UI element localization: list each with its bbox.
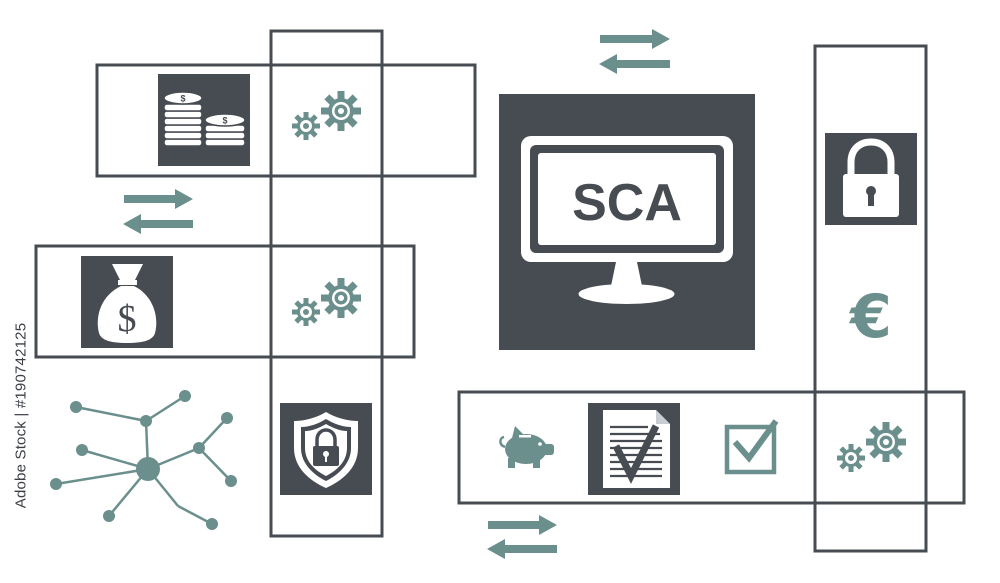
monitor-icon: SCA — [499, 94, 755, 350]
frame-top-left-horizontal — [95, 63, 477, 178]
frame-bottom-right-horizontal — [457, 390, 966, 505]
svg-text:$: $ — [222, 116, 227, 126]
dollar-icon: $ — [118, 298, 137, 340]
money-bag-icon: $ — [81, 256, 173, 348]
coins-icon: $ $ — [158, 74, 250, 166]
padlock-icon — [825, 133, 917, 225]
outline-frames — [34, 29, 966, 553]
gear-icon — [837, 422, 906, 472]
exchange-arrows-bottom — [487, 515, 557, 559]
piggy-bank-icon — [499, 426, 554, 468]
frame-left-vertical — [269, 29, 384, 538]
shield-lock-icon — [280, 403, 372, 495]
exchange-arrows-icon — [123, 29, 670, 559]
euro-icon: € — [848, 282, 892, 352]
frame-right-vertical — [813, 44, 928, 553]
checkbox-icon — [724, 419, 779, 475]
frame-mid-left-horizontal — [34, 244, 416, 359]
monitor-label: SCA — [572, 174, 682, 232]
network-icon — [50, 390, 237, 530]
document-check-icon — [588, 403, 680, 495]
exchange-arrows-top — [599, 29, 670, 74]
stock-id-text: Adobe Stock | #190742125 — [12, 322, 30, 508]
stock-id-watermark: Adobe Stock | #190742125 — [6, 322, 36, 508]
gear-icon — [292, 91, 361, 140]
svg-text:$: $ — [180, 94, 185, 104]
exchange-arrows-left — [123, 189, 193, 234]
gear-icon — [292, 278, 361, 326]
